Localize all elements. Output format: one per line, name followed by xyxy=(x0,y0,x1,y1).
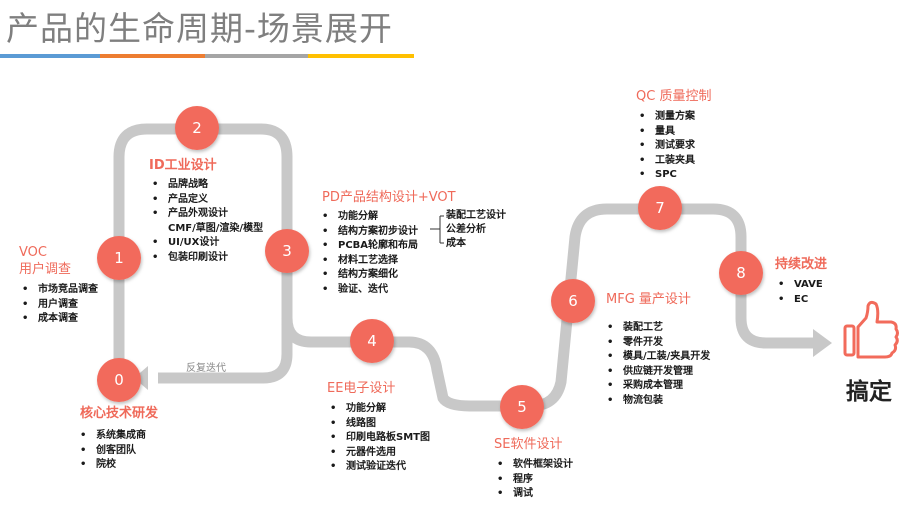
list-item: 验证、迭代 xyxy=(322,283,418,298)
page-title: 产品的生命周期-场景展开 xyxy=(6,9,393,48)
node-0-circle xyxy=(97,358,141,402)
list-item: 调试 xyxy=(497,487,573,502)
node-3-label: 3 xyxy=(282,242,292,260)
node-3-circle xyxy=(265,229,309,273)
list-item: 用户调查 xyxy=(22,298,98,313)
list-item: 工装夹具 xyxy=(639,154,695,169)
ee-design-title: EE电子设计 xyxy=(327,381,396,396)
end-arrowhead xyxy=(813,329,832,357)
node-0-label: 0 xyxy=(114,371,124,389)
thumbs-up-icon xyxy=(843,300,899,359)
list-item: 产品外观设计 xyxy=(152,207,263,222)
node-4-circle xyxy=(350,319,394,363)
node-1-label: 1 xyxy=(114,249,124,267)
list-item: 程序 xyxy=(497,473,573,488)
node-8-circle xyxy=(719,251,763,295)
list-item: 模具/工装/夹具开发 xyxy=(607,350,710,365)
ee-design-list: 功能分解 线路图 印刷电路板SMT图 元器件选用 测试验证迭代 xyxy=(330,402,430,475)
node-1-circle xyxy=(97,236,141,280)
list-item: EC xyxy=(778,293,823,308)
pd-sub-list: 装配工艺设计 公差分析 成本 xyxy=(446,209,506,251)
core-tech-title: 核心技术研发 xyxy=(80,406,159,421)
node-6-label: 6 xyxy=(568,292,578,310)
list-item: 功能分解 xyxy=(330,402,430,417)
list-item: 测量方案 xyxy=(639,110,695,125)
list-item: 供应链开发管理 xyxy=(607,365,710,380)
node-4-label: 4 xyxy=(367,332,377,350)
title-bar-blue xyxy=(0,54,100,58)
title-bar-yellow xyxy=(308,54,414,58)
list-item: 成本调查 xyxy=(22,312,98,327)
list-item: 量具 xyxy=(639,125,695,140)
iteration-label: 反复迭代 xyxy=(186,361,226,374)
list-item: 成本 xyxy=(446,238,466,249)
continuous-improvement-title: 持续改进 xyxy=(775,257,828,272)
node-2-circle xyxy=(175,106,219,150)
title-bar-gray xyxy=(205,54,308,58)
list-item: 装配工艺 xyxy=(607,321,710,336)
list-item: 软件框架设计 xyxy=(497,458,573,473)
node-5-label: 5 xyxy=(517,398,527,416)
list-item: 包装印刷设计 xyxy=(152,251,263,266)
title-bar-orange xyxy=(100,54,205,58)
id-design-list: 品牌战略 产品定义 产品外观设计 CMF/草图/渲染/模型 UI/UX设计 包装… xyxy=(152,178,263,265)
pd-bracket xyxy=(430,215,444,244)
se-design-title: SE软件设计 xyxy=(494,437,563,452)
list-item: 系统集成商 xyxy=(80,429,146,444)
final-label: 搞定 xyxy=(846,379,892,405)
mfg-design-title: MFG 量产设计 xyxy=(606,292,691,307)
list-item: 创客团队 xyxy=(80,444,146,459)
list-item: 采购成本管理 xyxy=(607,379,710,394)
qc-title: QC 质量控制 xyxy=(636,89,712,104)
pd-design-title: PD产品结构设计+VOT xyxy=(322,190,456,205)
list-item: 院校 xyxy=(80,458,146,473)
list-item: 线路图 xyxy=(330,417,430,432)
list-item: 测试要求 xyxy=(639,139,695,154)
list-item: 元器件选用 xyxy=(330,446,430,461)
voc-title: VOC xyxy=(19,245,47,260)
list-item: 结构方案初步设计 xyxy=(322,225,418,240)
node-5-circle xyxy=(500,385,544,429)
voc-subtitle: 用户调查 xyxy=(19,262,72,277)
qc-list: 测量方案 量具 测试要求 工装夹具 SPC xyxy=(639,110,695,183)
core-tech-list: 系统集成商 创客团队 院校 xyxy=(80,429,146,473)
iteration-path xyxy=(158,253,293,384)
list-item: 产品定义 xyxy=(152,193,263,208)
list-item: 功能分解 xyxy=(322,210,418,225)
node-7-label: 7 xyxy=(655,199,665,217)
list-item: UI/UX设计 xyxy=(152,236,263,251)
node-7-circle xyxy=(638,186,682,230)
list-item: 品牌战略 xyxy=(152,178,263,193)
list-item: 零件开发 xyxy=(607,336,710,351)
node-2-label: 2 xyxy=(192,119,202,137)
se-design-list: 软件框架设计 程序 调试 xyxy=(497,458,573,502)
list-item: 印刷电路板SMT图 xyxy=(330,431,430,446)
iteration-arrowhead xyxy=(134,366,148,390)
list-item: SPC xyxy=(639,168,695,183)
flow-path xyxy=(113,123,815,412)
mfg-design-list: 装配工艺 零件开发 模具/工装/夹具开发 供应链开发管理 采购成本管理 物流包装 xyxy=(607,321,710,408)
node-6-circle xyxy=(551,279,595,323)
list-item: 物流包装 xyxy=(607,394,710,409)
list-item: VAVE xyxy=(778,278,823,293)
list-item: 结构方案细化 xyxy=(322,268,418,283)
list-item: 材料工艺选择 xyxy=(322,254,418,269)
pd-design-list: 功能分解 结构方案初步设计 PCBA轮廓和布局 材料工艺选择 结构方案细化 验证… xyxy=(322,210,418,297)
list-item: PCBA轮廓和布局 xyxy=(322,239,418,254)
continuous-improvement-list: VAVE EC xyxy=(778,278,823,307)
list-item: CMF/草图/渲染/模型 xyxy=(168,222,264,234)
list-item: 测试验证迭代 xyxy=(330,460,430,475)
node-8-label: 8 xyxy=(736,264,746,282)
list-item: 公差分析 xyxy=(446,224,486,235)
voc-list: 市场竞品调查 用户调查 成本调查 xyxy=(22,283,98,327)
list-item: 市场竞品调查 xyxy=(22,283,98,298)
list-item: 装配工艺设计 xyxy=(446,210,506,221)
id-design-title: ID工业设计 xyxy=(149,158,217,173)
